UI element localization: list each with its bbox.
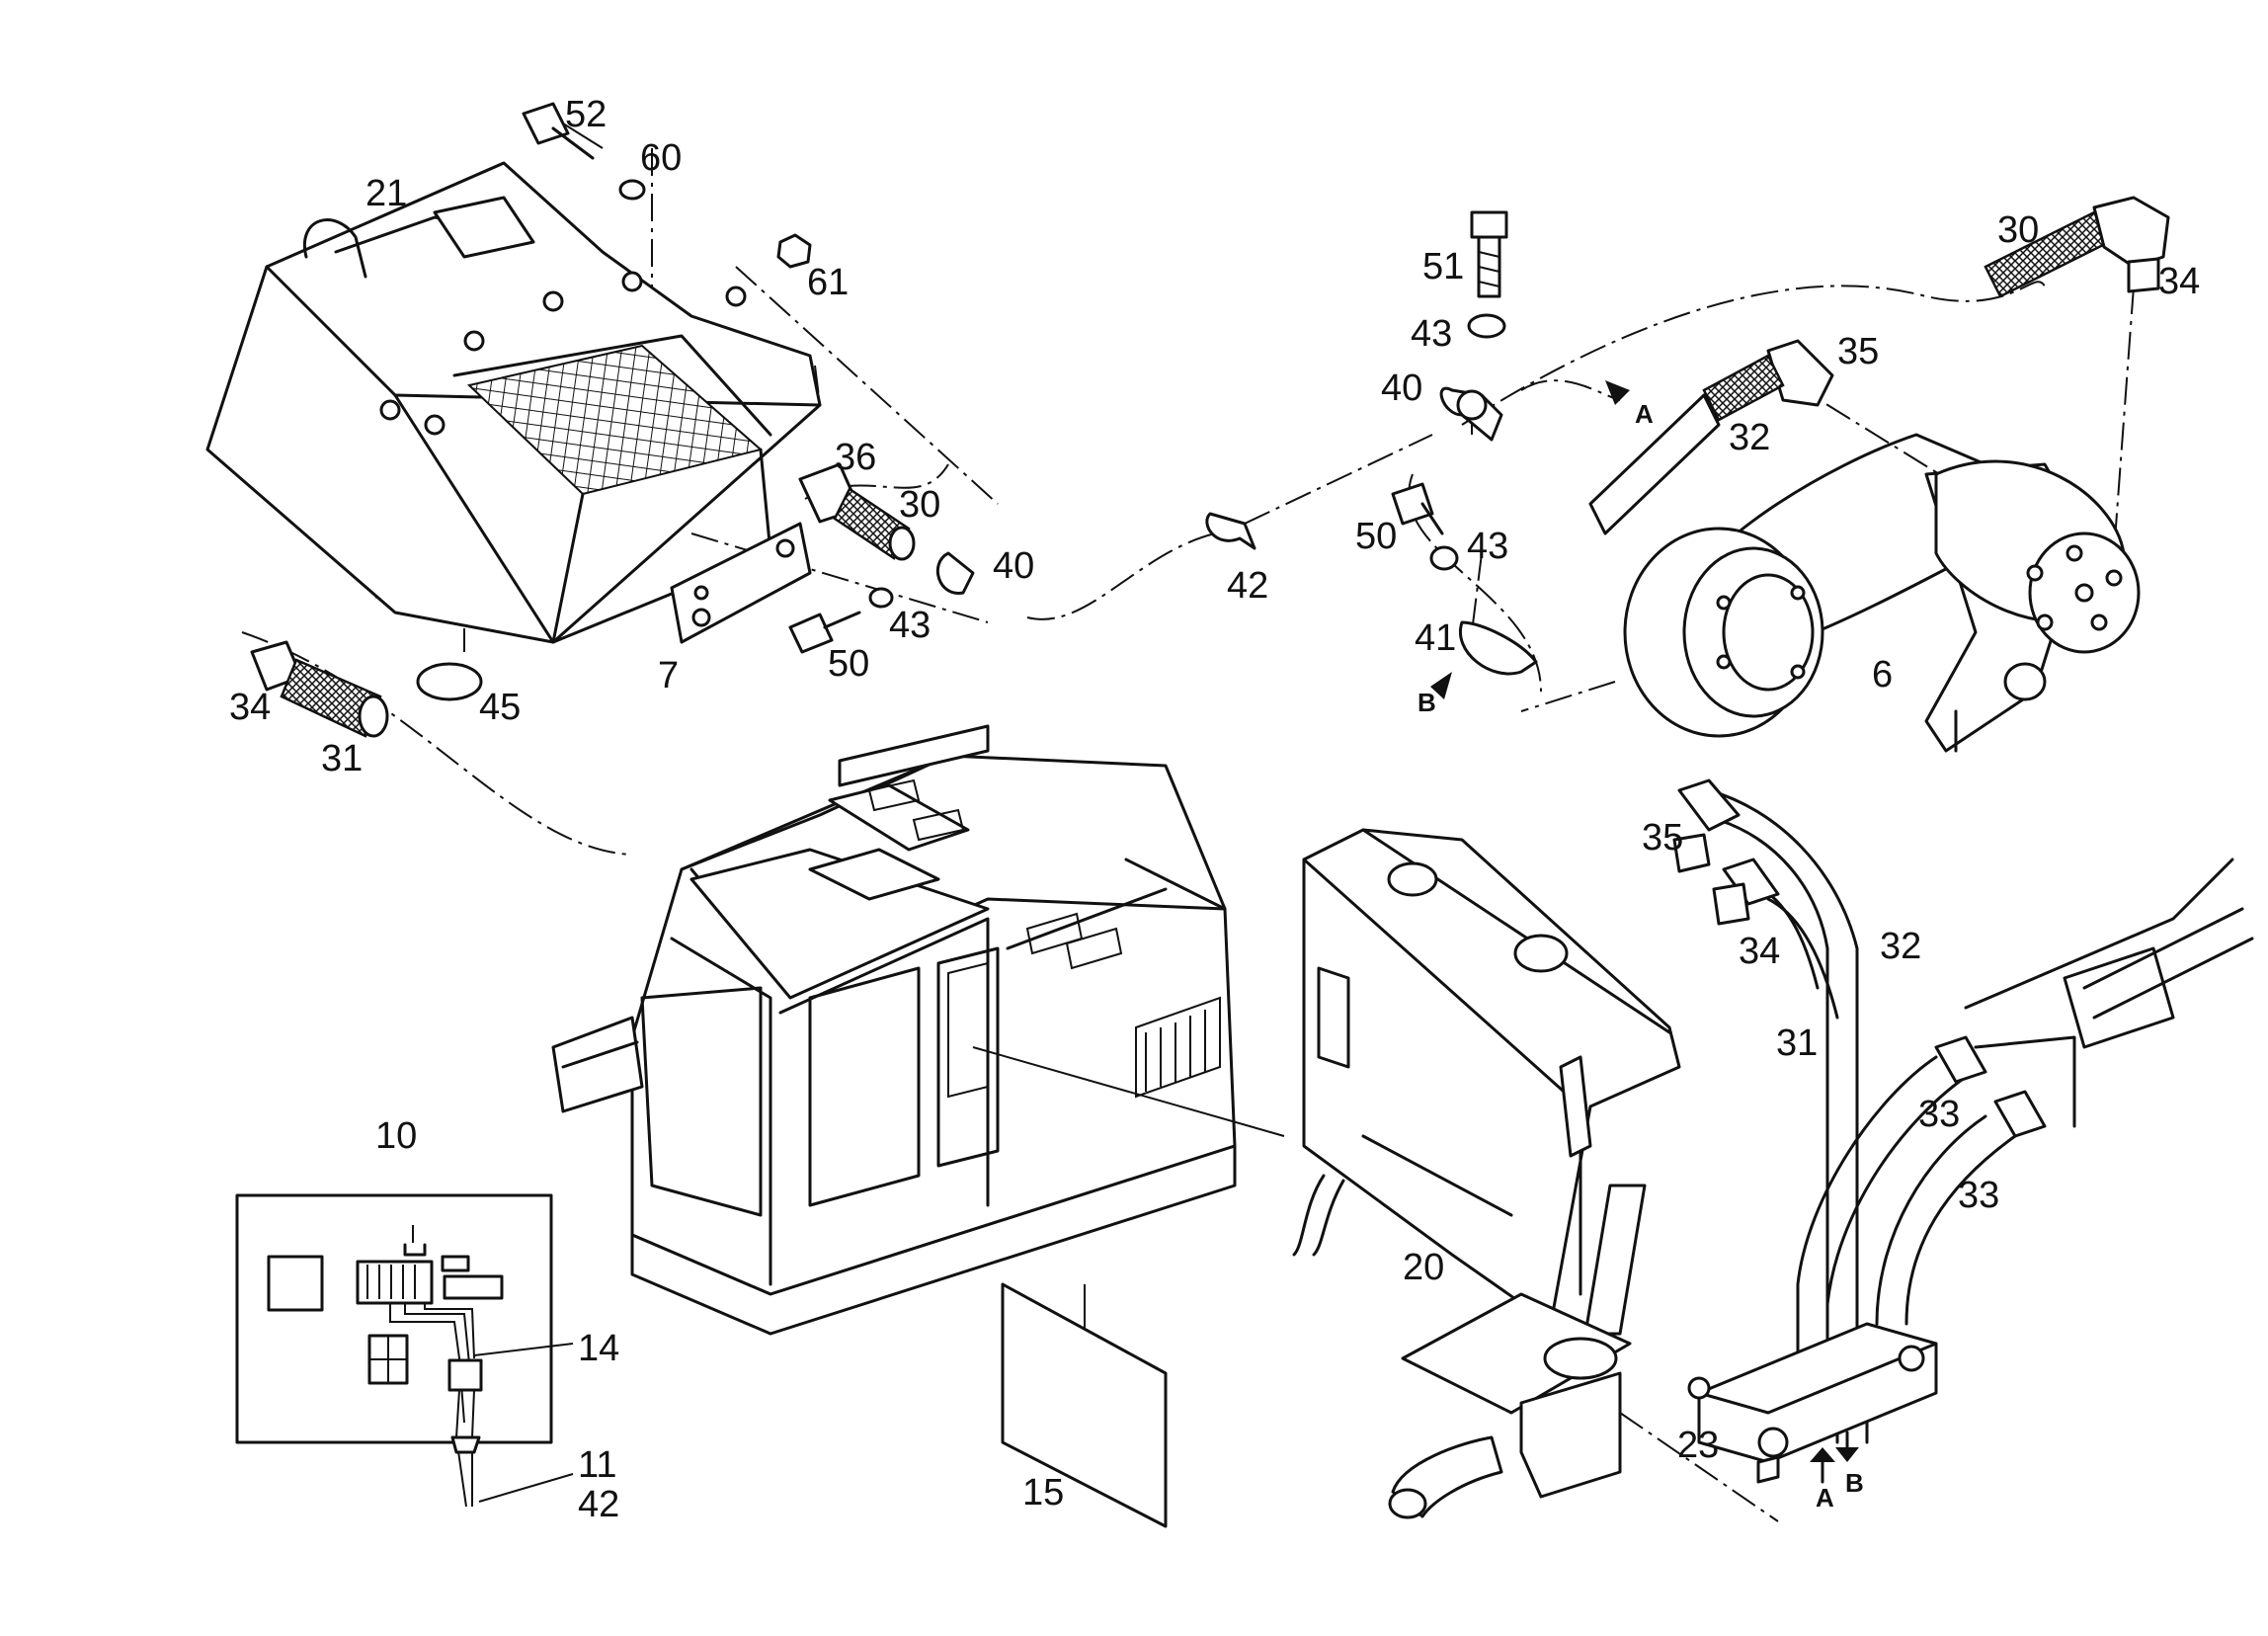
label-33-b: 33 bbox=[1958, 1175, 1999, 1216]
label-11: 11 bbox=[578, 1444, 616, 1486]
electrical-panel bbox=[235, 1193, 574, 1508]
label-B-2: B bbox=[1845, 1468, 1864, 1498]
label-52: 52 bbox=[565, 94, 607, 135]
cover-assembly bbox=[205, 102, 975, 738]
label-42-b: 42 bbox=[578, 1484, 619, 1525]
label-35-a: 35 bbox=[1837, 331, 1879, 372]
label-43-a: 43 bbox=[889, 605, 931, 646]
cab-machine-body bbox=[551, 724, 1237, 1336]
label-31-a: 31 bbox=[321, 738, 363, 779]
label-21: 21 bbox=[365, 173, 407, 214]
label-A-1: A bbox=[1635, 399, 1654, 429]
label-51: 51 bbox=[1422, 246, 1464, 287]
label-50-a: 50 bbox=[828, 643, 869, 685]
label-6: 6 bbox=[1872, 654, 1893, 695]
label-43-b: 43 bbox=[1411, 313, 1452, 355]
compressor-pulley bbox=[1623, 433, 2141, 753]
label-36: 36 bbox=[835, 437, 876, 478]
label-50-b: 50 bbox=[1355, 516, 1397, 557]
radiator-tank bbox=[1292, 828, 1681, 1519]
label-31-b: 31 bbox=[1776, 1022, 1818, 1064]
label-42-a: 42 bbox=[1227, 565, 1268, 607]
label-33-a: 33 bbox=[1918, 1094, 1960, 1135]
label-20: 20 bbox=[1403, 1247, 1444, 1288]
label-14: 14 bbox=[578, 1328, 619, 1369]
label-32-a: 32 bbox=[1729, 417, 1770, 458]
label-7: 7 bbox=[658, 655, 679, 696]
label-34-c: 34 bbox=[1739, 931, 1780, 972]
label-32-b: 32 bbox=[1880, 926, 1921, 967]
label-30-b: 30 bbox=[1997, 209, 2039, 251]
label-60: 60 bbox=[640, 137, 682, 179]
hoses-upper-right bbox=[1588, 196, 2170, 535]
label-23: 23 bbox=[1677, 1425, 1719, 1466]
label-A-2: A bbox=[1816, 1483, 1834, 1513]
label-34-a: 34 bbox=[229, 687, 271, 728]
hoses-lower-right bbox=[1672, 778, 2254, 1484]
label-40-b: 40 bbox=[1381, 368, 1422, 409]
label-34-b: 34 bbox=[2158, 261, 2200, 302]
label-41: 41 bbox=[1415, 617, 1456, 659]
label-35-b: 35 bbox=[1642, 817, 1683, 859]
label-43-c: 43 bbox=[1467, 526, 1508, 567]
part-labels: 52 60 21 61 36 30 40 43 50 7 45 34 31 51… bbox=[229, 94, 2200, 1525]
label-45: 45 bbox=[479, 687, 521, 728]
label-15: 15 bbox=[1022, 1472, 1064, 1513]
label-40-a: 40 bbox=[993, 545, 1034, 587]
clamp-hardware-middle bbox=[1205, 210, 1538, 676]
decal-plate bbox=[972, 1046, 1285, 1528]
label-30-a: 30 bbox=[899, 484, 940, 526]
label-61: 61 bbox=[807, 262, 849, 303]
flow-arrows bbox=[1430, 380, 1859, 1484]
label-10: 10 bbox=[375, 1115, 417, 1157]
label-B-1: B bbox=[1418, 688, 1436, 717]
